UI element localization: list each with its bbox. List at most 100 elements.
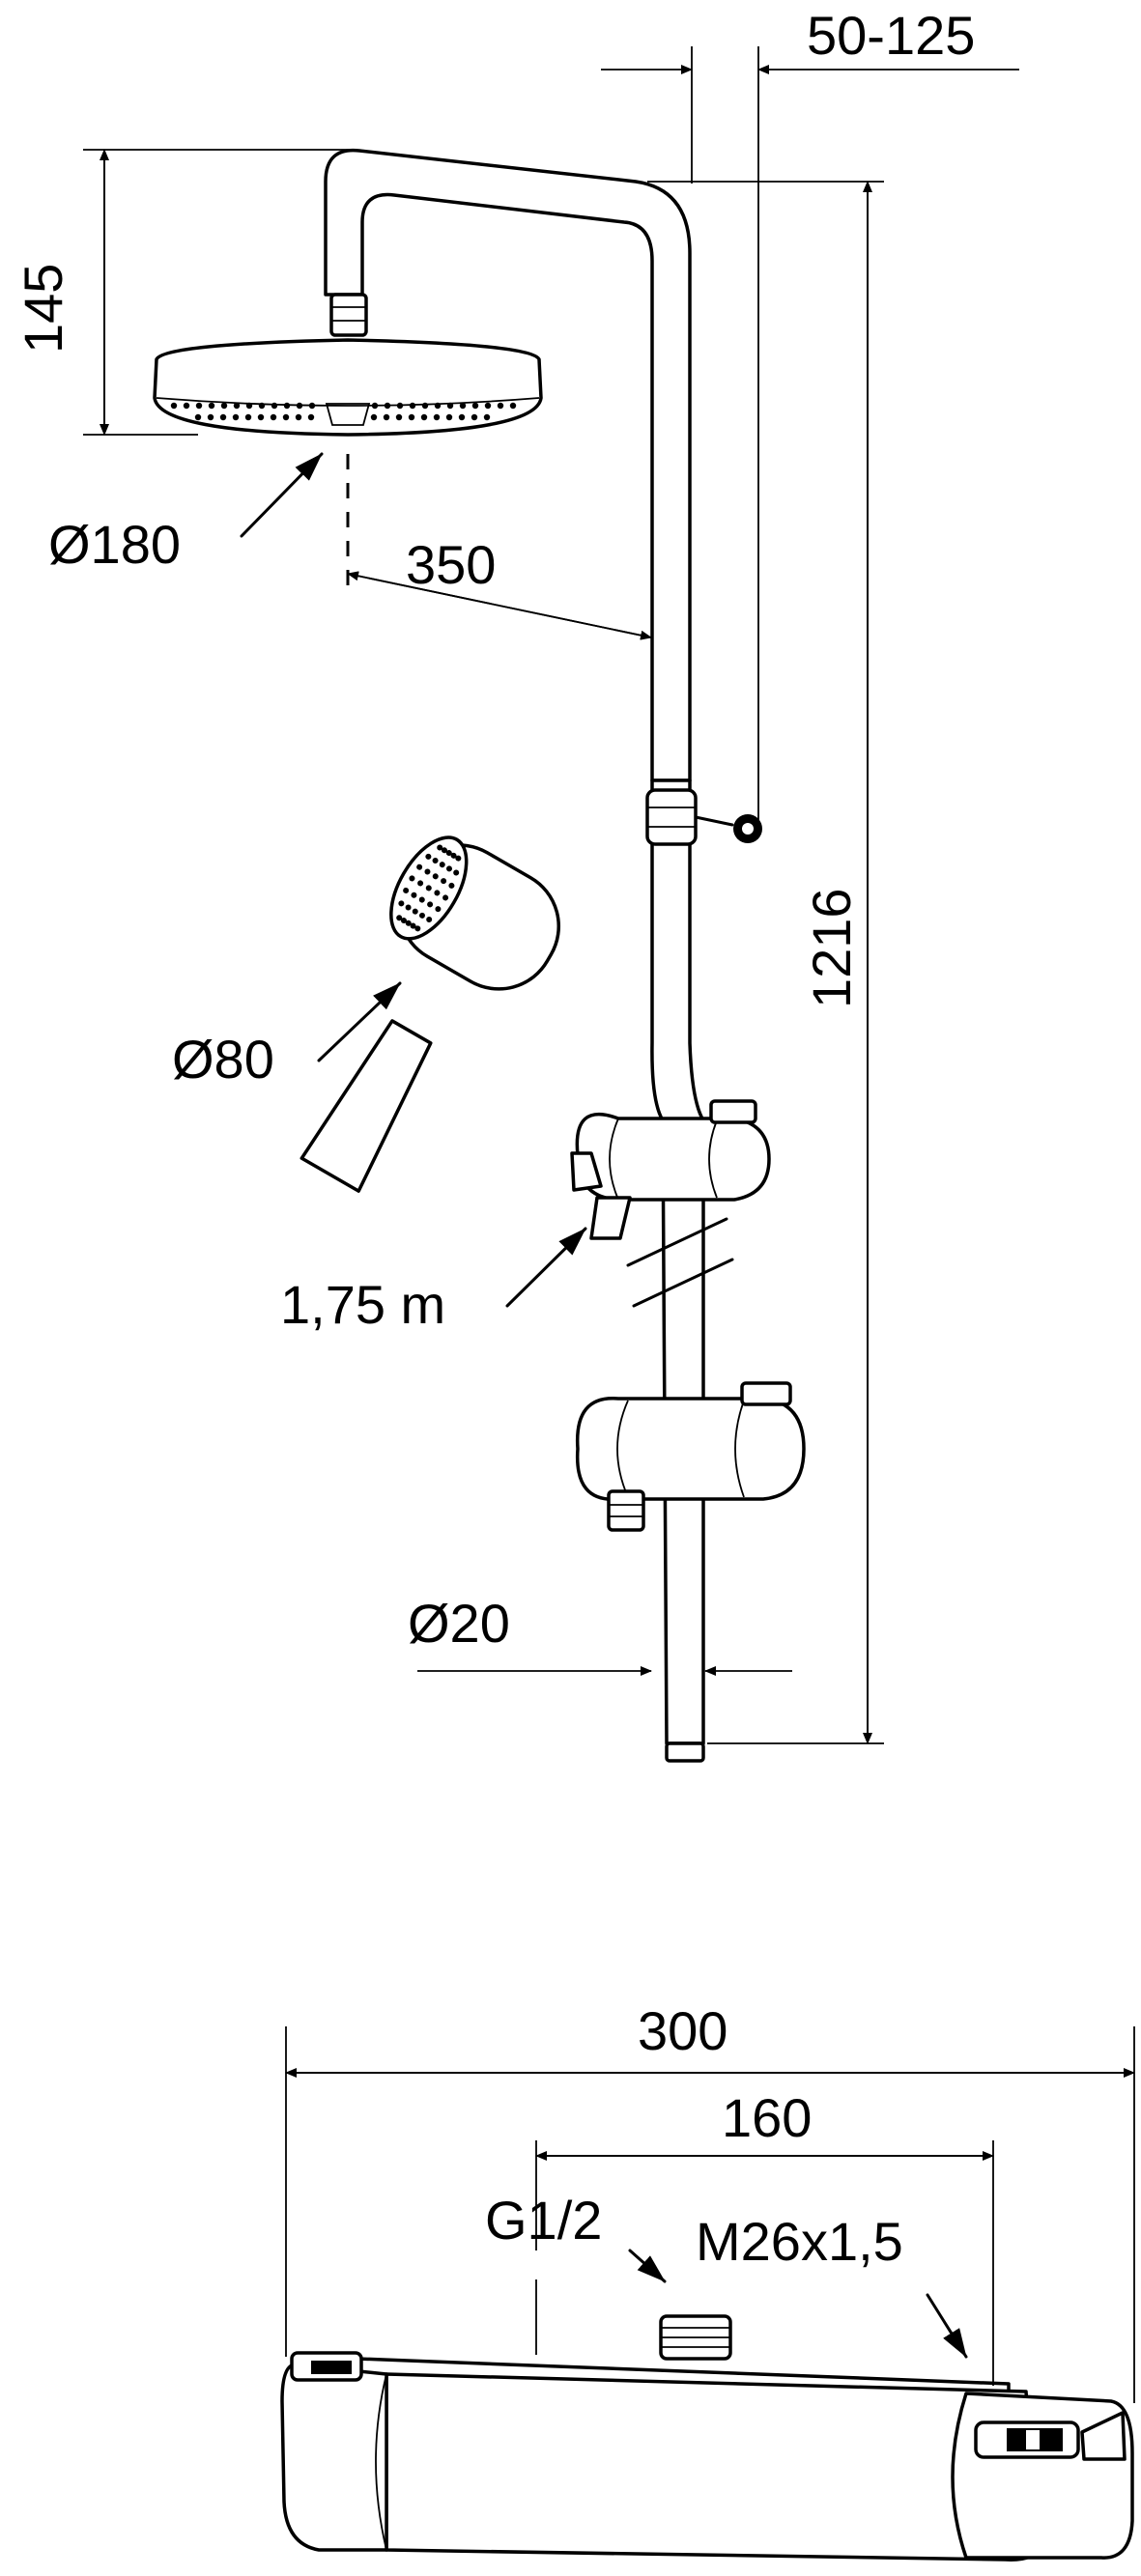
nozzle-dot xyxy=(458,413,466,421)
break-mark-upper xyxy=(626,1217,728,1267)
nozzle-dot xyxy=(233,402,241,410)
nozzle-dot xyxy=(433,413,441,421)
nozzle-dot xyxy=(207,413,214,421)
nozzle-dot xyxy=(424,868,431,875)
nozzle-dot xyxy=(170,402,178,410)
nozzle-dot xyxy=(425,885,432,892)
dim-riser-length: 1216 xyxy=(801,888,862,1008)
dim-arm-reach: 350 xyxy=(406,534,496,595)
nozzle-dot xyxy=(453,869,460,876)
nozzle-dot xyxy=(411,892,417,898)
nozzle-dot xyxy=(403,887,410,893)
nozzle-dot xyxy=(471,402,479,410)
nozzle-dot xyxy=(416,863,423,870)
nozzle-dot xyxy=(455,855,462,862)
nozzle-dot xyxy=(400,918,407,924)
nozzle-dot xyxy=(409,402,416,410)
shower-dimensions: 50-125 145 Ø180 350 1216 Ø80 1,75 m Ø20 xyxy=(13,5,1019,1744)
dim-hose-length: 1,75 m xyxy=(280,1274,445,1335)
nozzle-dot xyxy=(244,413,252,421)
nozzle-dot xyxy=(295,413,302,421)
nozzle-dot xyxy=(418,896,425,903)
nozzle-dot xyxy=(437,844,443,851)
thermostatic-mixer xyxy=(280,2314,1134,2562)
nozzle-dot xyxy=(410,922,416,929)
hand-shower xyxy=(300,835,632,1240)
nozzle-dot xyxy=(307,413,315,421)
dim-inlet-thread: G1/2 xyxy=(485,2190,602,2250)
nozzle-dot xyxy=(282,413,290,421)
nozzle-dot xyxy=(371,402,379,410)
nozzle-dot xyxy=(257,413,265,421)
nozzle-dot xyxy=(408,413,415,421)
nozzle-dot xyxy=(409,875,415,882)
nozzle-dot xyxy=(484,402,492,410)
nozzle-dot xyxy=(412,908,418,915)
nozzle-dot xyxy=(219,413,227,421)
slide-rail xyxy=(650,778,705,1745)
nozzle-dot xyxy=(426,916,433,922)
nozzle-dot xyxy=(395,413,403,421)
nozzle-dot xyxy=(434,402,442,410)
nozzle-dot xyxy=(427,901,434,908)
rain-shower-head xyxy=(153,338,543,437)
nozzle-dot xyxy=(417,880,424,887)
nozzle-dot xyxy=(384,402,391,410)
nozzle-dot xyxy=(445,850,452,857)
nozzle-dot xyxy=(441,847,447,854)
overhead-arm xyxy=(324,148,692,782)
nozzle-dot xyxy=(258,402,266,410)
nozzle-dot xyxy=(194,413,202,421)
nozzle-dot xyxy=(446,402,454,410)
nozzle-dot xyxy=(442,894,449,901)
nozzle-dot xyxy=(220,402,228,410)
nozzle-dot xyxy=(445,865,452,872)
nozzle-dot xyxy=(421,402,429,410)
nozzle-dot xyxy=(195,402,203,410)
handset-holder xyxy=(570,1099,771,1202)
nozzle-dot xyxy=(245,402,253,410)
nozzle-dot xyxy=(405,904,412,911)
nozzle-dot xyxy=(405,920,412,926)
shower-system xyxy=(153,148,806,1763)
nozzle-dot xyxy=(232,413,240,421)
nozzle-dot xyxy=(439,862,445,868)
dim-inlet-spacing: 160 xyxy=(722,2087,812,2148)
nozzle-dot xyxy=(445,413,453,421)
dim-head-diameter: Ø180 xyxy=(48,514,181,575)
nozzle-dot xyxy=(471,413,478,421)
nozzle-dot xyxy=(271,402,278,410)
nozzle-dot xyxy=(432,858,439,864)
nozzle-dot xyxy=(483,413,491,421)
rail-clamp xyxy=(645,788,698,846)
nozzle-dot xyxy=(396,402,404,410)
nozzle-dot xyxy=(418,912,425,919)
nozzle-dot xyxy=(448,882,455,889)
flow-handle xyxy=(951,2392,1134,2560)
nozzle-dot xyxy=(383,413,390,421)
nozzle-dot xyxy=(450,852,457,859)
head-connector xyxy=(329,293,368,337)
nozzle-dot xyxy=(435,906,442,913)
dim-arm-offset: 50-125 xyxy=(807,5,975,66)
dim-outlet-thread: M26x1,5 xyxy=(696,2211,903,2272)
nozzle-dot xyxy=(208,402,215,410)
nozzle-dot xyxy=(414,925,421,932)
nozzle-dot xyxy=(432,873,439,880)
lower-slider xyxy=(575,1381,806,1532)
dim-rail-diameter: Ø20 xyxy=(408,1593,510,1654)
temperature-handle xyxy=(280,2351,388,2552)
nozzle-dot xyxy=(441,878,447,885)
nozzle-dot xyxy=(396,915,403,921)
dim-mixer-width: 300 xyxy=(638,2000,727,2061)
nozzle-dot xyxy=(398,900,405,907)
nozzle-dot xyxy=(270,413,277,421)
nozzle-dot xyxy=(434,890,441,896)
dim-head-height: 145 xyxy=(13,264,73,354)
nozzle-dot xyxy=(497,402,504,410)
nozzle-dot xyxy=(425,853,432,860)
nozzle-dot xyxy=(296,402,303,410)
dim-hand-diameter: Ø80 xyxy=(172,1029,274,1090)
nozzle-dot xyxy=(283,402,291,410)
